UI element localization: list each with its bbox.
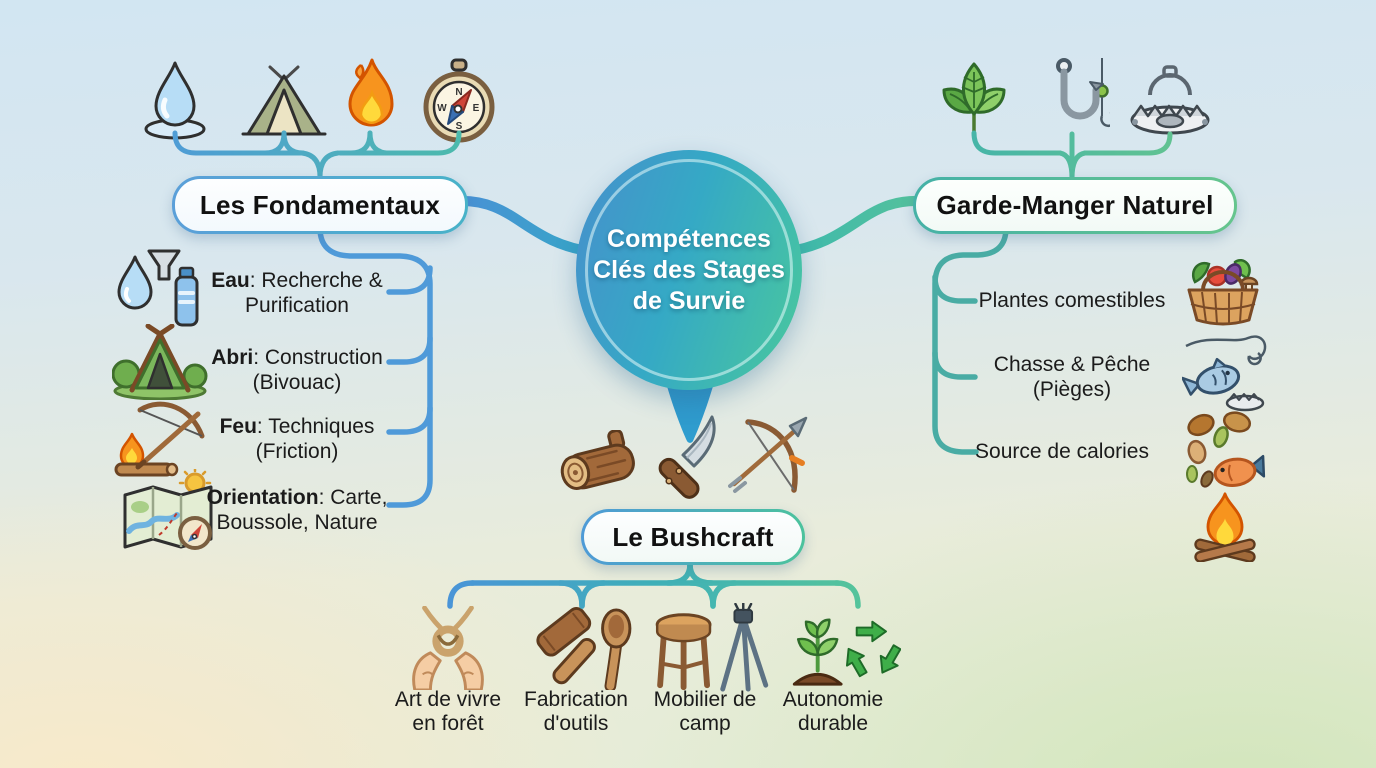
item-art-de-vivre: Art de vivre en forêt <box>394 688 502 735</box>
nuts-fish-icon <box>1179 410 1267 494</box>
svg-text:S: S <box>456 121 463 132</box>
svg-text:W: W <box>437 103 447 114</box>
link-garde-manger-center <box>779 195 925 257</box>
bracket-fondamentaux-icons <box>172 130 462 180</box>
campfire-icon <box>1188 492 1262 562</box>
bracket-fondamentaux-items <box>317 225 433 508</box>
bracket-garde-manger-icons <box>971 130 1173 181</box>
sprout-recycle-icon <box>789 610 901 690</box>
svg-text:N: N <box>455 87 462 98</box>
leaves-icon <box>934 60 1014 140</box>
branch-fondamentaux: Les Fondamentaux <box>172 176 468 234</box>
fire-icon <box>339 57 401 141</box>
water-purification-icon <box>109 247 201 329</box>
item-mobilier-camp: Mobilier de camp <box>653 688 757 735</box>
harvest-basket-icon <box>1181 252 1265 332</box>
map-compass-icon <box>119 469 217 557</box>
item-source-calories: Source de calories <box>975 440 1149 463</box>
stool-tripod-icon <box>649 603 771 693</box>
item-abri: Abri: Construction (Bivouac) <box>211 346 383 394</box>
snare-trap-icon <box>1128 65 1212 139</box>
fish-hook-icon <box>1038 56 1110 142</box>
central-node-title: Compétences Clés des Stages de Survie <box>593 224 785 315</box>
item-autonomie-durable: Autonomie durable <box>782 688 884 735</box>
central-node: Compétences Clés des Stages de Survie <box>576 150 802 390</box>
water-drop-icon <box>143 58 207 142</box>
compass-icon: N E S W <box>422 58 496 144</box>
fire-bow-drill-icon <box>110 396 206 478</box>
branch-bushcraft-label: Le Bushcraft <box>612 521 774 552</box>
fishing-trap-icon <box>1182 330 1270 414</box>
tent-icon <box>240 64 328 140</box>
item-chasse-peche: Chasse & Pêche (Pièges) <box>993 353 1151 401</box>
bracket-garde-manger-items <box>932 225 1009 455</box>
svg-text:E: E <box>473 103 480 114</box>
item-fabrication-outils: Fabrication d'outils <box>524 688 628 735</box>
link-fondamentaux-center <box>453 195 599 257</box>
branch-garde-manger: Garde-Manger Naturel <box>913 177 1237 234</box>
branch-fondamentaux-label: Les Fondamentaux <box>199 189 441 220</box>
knot-tying-icon <box>402 606 494 690</box>
branch-bushcraft: Le Bushcraft <box>581 509 805 565</box>
bivouac-shelter-icon <box>112 324 208 400</box>
item-eau: Eau: Recherche & Purification <box>211 269 383 317</box>
mallet-spoon-icon <box>533 606 635 690</box>
branch-garde-manger-label: Garde-Manger Naturel <box>936 190 1214 220</box>
knife-icon <box>656 414 720 502</box>
log-icon <box>554 430 642 502</box>
bracket-bushcraft-items <box>447 556 861 609</box>
item-feu: Feu: Techniques (Friction) <box>219 415 375 463</box>
item-plantes-comestibles: Plantes comestibles <box>978 289 1166 312</box>
bow-arrow-icon <box>728 414 812 502</box>
item-orientation: Orientation: Carte, Boussole, Nature <box>206 486 388 534</box>
